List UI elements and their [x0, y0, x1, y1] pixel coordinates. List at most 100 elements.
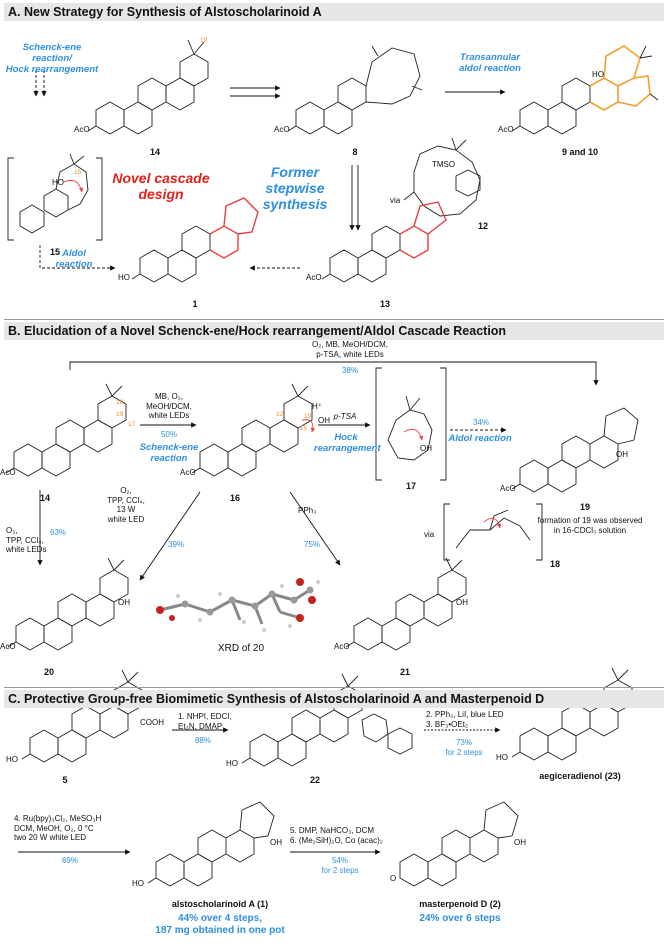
transannular-label: Transannular aldol reaction	[459, 52, 521, 74]
label-1c: alstoscholarinoid A (1)	[171, 899, 269, 909]
xrd-caption: XRD of 20	[217, 643, 265, 654]
atom-aco-21: AcO	[334, 642, 350, 651]
atom-ho-9: HO	[592, 70, 604, 79]
atom-oh-19: OH	[616, 450, 628, 459]
label-19: 19	[579, 502, 590, 512]
c-step4-yield: 69%	[61, 856, 78, 865]
c-step56-yield: 54% for 2 steps	[321, 856, 359, 875]
label-8: 8	[352, 147, 358, 157]
summary-1: 44% over 4 steps, 187 mg obtained in one…	[155, 913, 285, 936]
xrd-atoms	[156, 578, 320, 632]
atom-aco-14a: AcO	[74, 125, 90, 134]
separator-ab	[4, 319, 664, 320]
atom-19-16: 19	[304, 413, 312, 420]
atom-oh-1c: OH	[270, 838, 282, 847]
note-19: formation of 19 was observed in 16-CDCl₃…	[537, 516, 643, 535]
c-step1-conditions: 1. NHPI, EDCI, Et₃N, DMAP	[178, 712, 232, 731]
label-23: aegiceradienol (23)	[539, 771, 621, 781]
atom-aco-13: AcO	[306, 273, 322, 282]
section-b-title: B. Elucidation of a Novel Schenck-ene/Ho…	[4, 322, 664, 340]
label-20: 20	[43, 667, 54, 677]
label-18: 18	[549, 559, 560, 569]
via-label-b: via	[424, 530, 435, 539]
via-label-a: via	[390, 196, 401, 205]
c-step56-conditions: 5. DMP, NaHCO₃, DCM 6. (Me₂SiH)₂O, Co (a…	[290, 826, 383, 845]
label-17: 17	[405, 481, 416, 491]
atom-cooh-5: COOH	[140, 718, 164, 727]
atom-19-14b: 19	[116, 411, 124, 418]
structure-9-10	[511, 45, 659, 135]
atom-aco-20: AcO	[0, 642, 16, 651]
label-5: 5	[62, 775, 68, 785]
structure-23	[511, 667, 633, 761]
separator-bc	[4, 687, 664, 688]
step1-yield: 50%	[160, 430, 177, 439]
structure-22	[241, 673, 413, 767]
atom-oh-17: OH	[420, 444, 432, 453]
ptsa-label: p-TSA	[333, 412, 357, 421]
mid-conditions: O₂, TPP, CCl₄, 13 W white LED	[107, 486, 145, 524]
label-21: 21	[399, 667, 410, 677]
mid-yield: 39%	[168, 540, 185, 549]
left-yield: 63%	[50, 528, 67, 537]
structure-5	[21, 669, 143, 763]
structure-19	[511, 407, 639, 493]
label-2: masterpenoid D (2)	[419, 899, 501, 909]
structure-1-a	[131, 197, 259, 283]
atom-ho-1a: HO	[118, 273, 130, 282]
structure-14	[87, 39, 209, 135]
section-c-title: C. Protective Group-free Biomimetic Synt…	[4, 690, 664, 708]
atom-aco-19: AcO	[500, 484, 516, 493]
c-step23-yield: 73% for 2 steps	[445, 738, 483, 757]
atom-19-14: 19	[200, 37, 208, 44]
atom-ho-22: HO	[226, 759, 238, 768]
c-step1-yield: 88%	[194, 736, 211, 745]
step1-conditions: MB, O₂, MeOH/DCM, white LEDs	[146, 392, 192, 420]
label-9-10: 9 and 10	[561, 147, 599, 157]
schenck-ene-label: Schenck-ene reaction	[139, 442, 199, 464]
atom-18-14: 18	[116, 399, 124, 406]
hock-label: Hock rearrangement	[314, 432, 381, 454]
left-conditions: O₂, TPP, CCl₄, white LEDs	[6, 526, 47, 554]
atom-ho-23: HO	[496, 753, 508, 762]
novel-cascade-label: Novel cascade design	[112, 170, 210, 202]
structure-17	[375, 367, 447, 481]
structure-14-b	[5, 383, 127, 477]
label-14b: 14	[39, 493, 50, 503]
structure-12	[403, 137, 481, 217]
structure-20	[7, 557, 129, 651]
label-15: 15	[49, 247, 60, 257]
atom-oh-16: OH	[318, 416, 330, 425]
label-16: 16	[229, 493, 240, 503]
label-1a: 1	[192, 299, 198, 309]
atom-15-16: 15	[300, 425, 308, 432]
atom-oh-20: OH	[118, 598, 130, 607]
structure-1-c	[147, 801, 275, 887]
pph3-yield: 75%	[304, 540, 321, 549]
top-conditions: O₂, MB, MeOH/DCM, p-TSA, white LEDs	[312, 340, 388, 359]
structure-16	[191, 383, 316, 477]
section-a-title: A. New Strategy for Synthesis of Alstosc…	[4, 3, 664, 21]
atom-tmso-12: TMSO	[432, 160, 456, 169]
aldol-label-b: Aldol reaction	[448, 433, 512, 444]
atom-aco-14b: AcO	[0, 468, 16, 477]
label-13: 13	[379, 299, 390, 309]
atom-12-16: 12	[276, 411, 284, 418]
aldol-label-a: Aldol reaction	[55, 248, 93, 270]
pph3-label: PPh₃	[298, 506, 317, 515]
atom-ho-15: HO	[52, 178, 64, 187]
structure-13	[321, 201, 447, 283]
label-14a: 14	[149, 147, 160, 157]
aldol-yield: 34%	[472, 418, 489, 427]
atom-aco-16: AcO	[180, 468, 196, 477]
atom-o-2: O	[390, 874, 397, 883]
atom-ho-5: HO	[6, 755, 18, 764]
h-plus: H⁺	[312, 402, 322, 411]
summary-2: 24% over 6 steps	[419, 913, 501, 924]
structure-8	[287, 45, 423, 135]
structure-15	[7, 153, 103, 241]
schenck-hock-label: Schenck-ene reaction/ Hock rearrangement	[5, 42, 99, 75]
c-step4-conditions: 4. Ru(bpy)₃Cl₂, MeSO₃H DCM, MeOH, O₂, 0 …	[14, 814, 102, 842]
label-12: 12	[477, 221, 488, 231]
